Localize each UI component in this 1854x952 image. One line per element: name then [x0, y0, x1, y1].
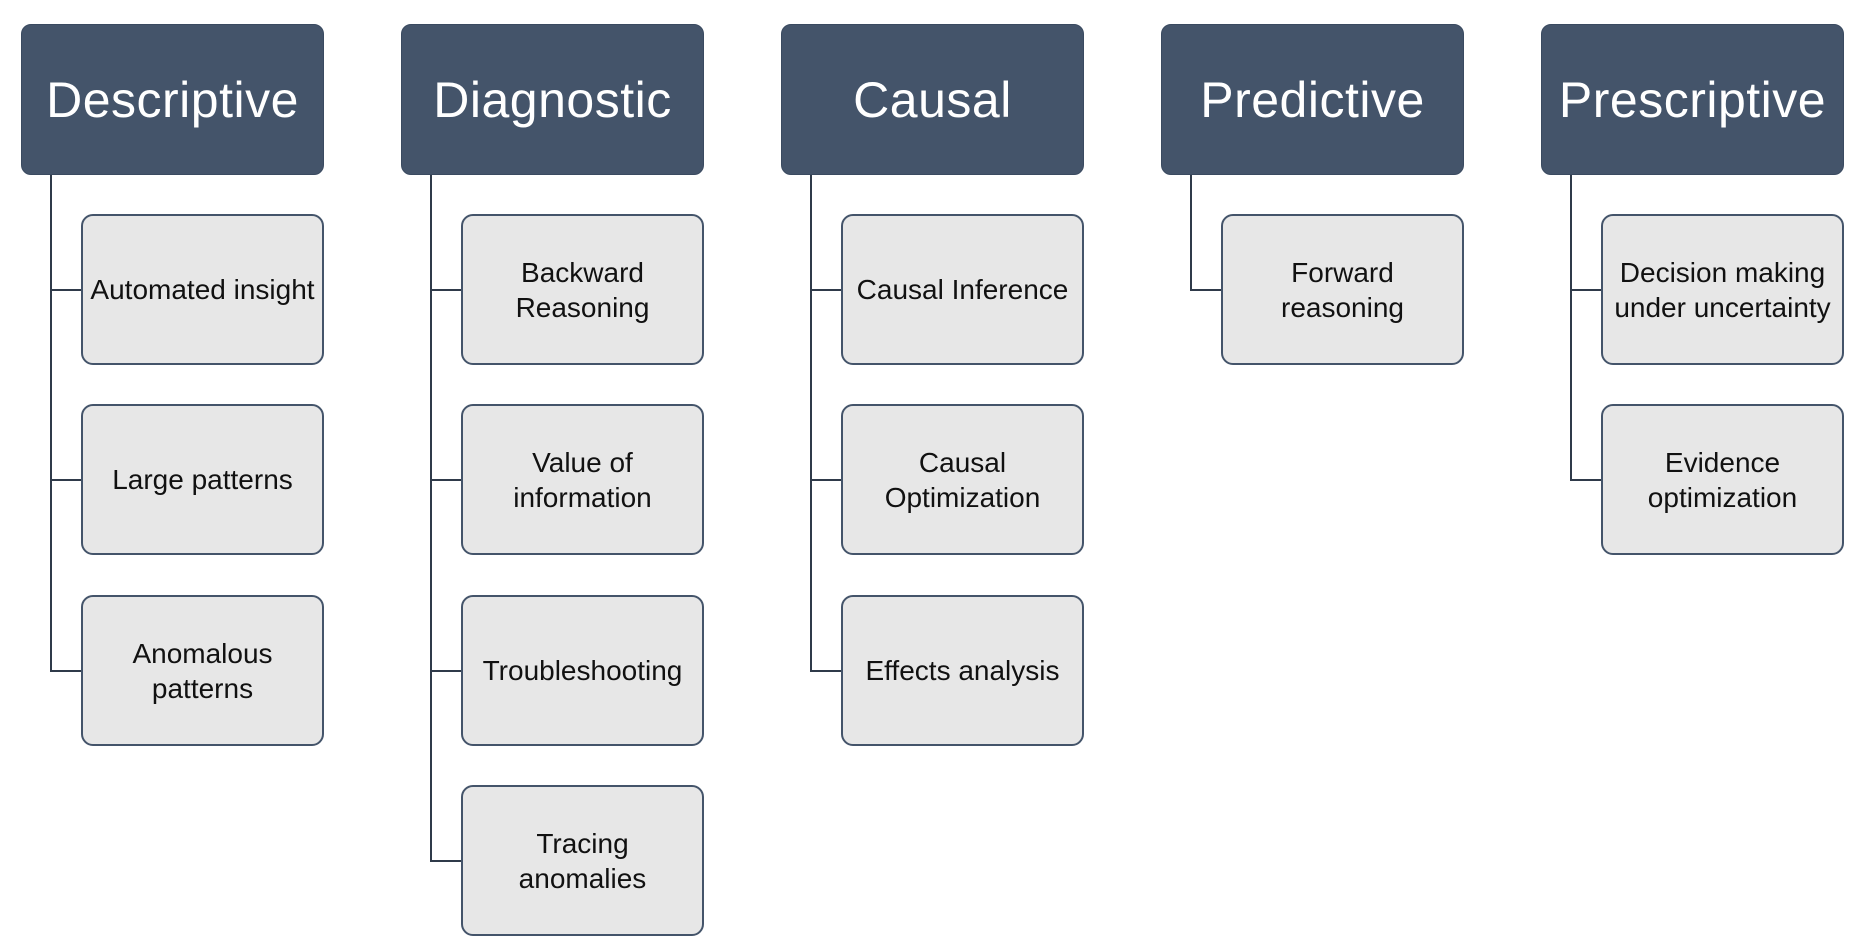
connector-branch — [50, 289, 81, 291]
connector-branch — [810, 479, 841, 481]
node-label: Evidence optimization — [1647, 446, 1798, 513]
diagram-node: Forward reasoning — [1221, 214, 1464, 365]
connector-trunk — [1190, 175, 1192, 290]
diagram-node: Decision making under uncertainty — [1601, 214, 1844, 365]
node-label: Effects analysis — [865, 655, 1060, 686]
connector-branch — [50, 670, 81, 672]
column-causal: Causal Causal Inference Causal Optimizat… — [781, 0, 1091, 952]
diagram-node: Troubleshooting — [461, 595, 704, 746]
node-label: Value of information — [513, 446, 652, 513]
connector-branch — [50, 479, 81, 481]
connector-trunk — [810, 175, 812, 671]
connector-trunk — [50, 175, 52, 671]
column-header: Predictive — [1161, 24, 1464, 175]
node-label: Backward Reasoning — [515, 256, 650, 323]
column-diagnostic: Diagnostic Backward Reasoning Value of i… — [401, 0, 711, 952]
diagram-node: Tracing anomalies — [461, 785, 704, 936]
connector-branch — [1570, 289, 1601, 291]
connector-branch — [810, 670, 841, 672]
node-label: Causal Optimization — [884, 446, 1041, 513]
node-label: Large patterns — [112, 464, 293, 495]
diagram-node: Backward Reasoning — [461, 214, 704, 365]
connector-branch — [810, 289, 841, 291]
node-label: Automated insight — [90, 274, 315, 305]
connector-branch — [430, 289, 461, 291]
column-header: Prescriptive — [1541, 24, 1844, 175]
diagram-node: Anomalous patterns — [81, 595, 324, 746]
column-descriptive: Descriptive Automated insight Large patt… — [21, 0, 331, 952]
column-header: Causal — [781, 24, 1084, 175]
node-label: Tracing anomalies — [518, 827, 647, 894]
node-label: Troubleshooting — [482, 655, 683, 686]
node-label: Forward reasoning — [1281, 256, 1404, 323]
node-label: Anomalous patterns — [132, 637, 273, 704]
column-header: Descriptive — [21, 24, 324, 175]
diagram-node: Causal Optimization — [841, 404, 1084, 555]
diagram-node: Evidence optimization — [1601, 404, 1844, 555]
connector-branch — [430, 860, 461, 862]
connector-branch — [1190, 289, 1221, 291]
connector-trunk — [430, 175, 432, 861]
diagram-node: Effects analysis — [841, 595, 1084, 746]
diagram-node: Value of information — [461, 404, 704, 555]
diagram-node: Large patterns — [81, 404, 324, 555]
node-label: Decision making under uncertainty — [1614, 256, 1831, 323]
connector-branch — [430, 479, 461, 481]
connector-branch — [1570, 479, 1601, 481]
node-label: Causal Inference — [856, 274, 1069, 305]
diagram-node: Automated insight — [81, 214, 324, 365]
connector-branch — [430, 670, 461, 672]
column-predictive: Predictive Forward reasoning — [1161, 0, 1471, 952]
connector-trunk — [1570, 175, 1572, 480]
column-prescriptive: Prescriptive Decision making under uncer… — [1541, 0, 1851, 952]
column-header: Diagnostic — [401, 24, 704, 175]
diagram-node: Causal Inference — [841, 214, 1084, 365]
